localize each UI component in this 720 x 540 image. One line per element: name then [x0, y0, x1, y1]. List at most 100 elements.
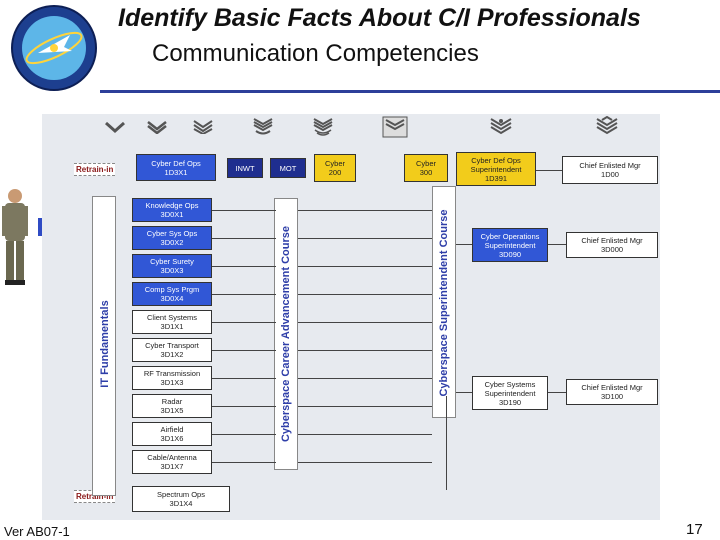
box-line-2: 3D1X1 [160, 322, 184, 331]
box-line-2: 1D00 [601, 170, 619, 179]
box-line-1: Cyber Operations [480, 231, 540, 241]
rank-insignia-icon [252, 118, 274, 135]
connector-line [212, 350, 276, 351]
box-line-3: 1D391 [484, 173, 508, 183]
box-line-2: 3D0X1 [160, 210, 184, 219]
it-fundamentals-label: IT Fundamentals [99, 300, 111, 388]
connector-line [298, 322, 432, 323]
career-path-diagram: Retrain-in Retrain-in Cyber Def Ops 1D3X… [42, 114, 660, 520]
box-line-1: Chief Enlisted Mgr [581, 383, 643, 392]
airman-photo [0, 186, 30, 286]
box-cyber-systems-superintendent: Cyber Systems Superintendent 3D190 [472, 376, 548, 410]
box-mot: MOT [270, 158, 306, 178]
rank-insignia-icon [192, 120, 214, 136]
connector-line [298, 406, 432, 407]
slide-title: Identify Basic Facts About C/I Professio… [118, 4, 641, 32]
box-line-1: Cyber Systems [484, 379, 536, 389]
superintendent-course-label: Cyberspace Superintendent Course [438, 209, 450, 397]
box-line-2: 3D0X2 [160, 238, 184, 247]
box-cyber-transport: Cyber Transport 3D1X2 [132, 338, 212, 362]
squadron-logo [8, 3, 100, 93]
box-line-1: Comp Sys Prgm [144, 285, 200, 294]
box-line-1: RF Transmission [143, 369, 201, 378]
box-line-2: Superintendent [470, 164, 522, 174]
connector-line [446, 396, 447, 490]
box-line-1: Cyber Sys Ops [146, 229, 198, 238]
superintendent-course-bar [432, 186, 456, 418]
connector-line [456, 392, 472, 393]
career-course-bar [274, 198, 298, 470]
box-airfield: Airfield 3D1X6 [132, 422, 212, 446]
title-divider [100, 90, 720, 93]
box-line-1: Knowledge Ops [145, 201, 199, 210]
box-line-2: 3D100 [600, 392, 624, 401]
box-radar: Radar 3D1X5 [132, 394, 212, 418]
box-cyber-300: Cyber 300 [404, 154, 448, 182]
box-line-1: Cyber [415, 159, 436, 168]
box-line-1: MOT [279, 163, 297, 173]
it-fundamentals-bar [92, 196, 116, 496]
box-chief-enlisted-mgr-3d100: Chief Enlisted Mgr 3D100 [566, 379, 658, 405]
box-line-3: 3D090 [498, 249, 522, 259]
retrain-in-label-top: Retrain-in [74, 163, 116, 176]
connector-line [298, 462, 432, 463]
box-line-2: 3D000 [600, 245, 624, 254]
box-line-2: 3D1X2 [160, 350, 184, 359]
box-line-2: Superintendent [484, 388, 536, 398]
box-cyber-surety: Cyber Surety 3D0X3 [132, 254, 212, 278]
rank-insignia-icon [382, 116, 408, 138]
connector-line [298, 378, 432, 379]
box-cable-antenna: Cable/Antenna 3D1X7 [132, 450, 212, 474]
box-line-1: Cyber Transport [145, 341, 199, 350]
connector-line [298, 350, 432, 351]
version-label: Ver AB07-1 [4, 524, 70, 539]
rank-insignia-icon [104, 120, 126, 134]
box-line-2: 3D0X3 [160, 266, 184, 275]
box-line-1: Cyber Surety [150, 257, 194, 266]
box-cyber-def-ops: Cyber Def Ops 1D3X1 [136, 154, 216, 181]
connector-line [298, 266, 432, 267]
career-course-label: Cyberspace Career Advancement Course [280, 225, 292, 443]
box-line-1: Cyber Def Ops [151, 158, 201, 168]
rank-insignia-icon [146, 120, 168, 135]
box-line-2: 300 [419, 168, 433, 177]
connector-line [212, 322, 276, 323]
box-line-2: Superintendent [484, 240, 536, 250]
box-line-2: 3D1X3 [160, 378, 184, 387]
rank-insignia-icon [594, 115, 620, 138]
box-line-1: INWT [235, 163, 255, 173]
box-line-2: 3D1X6 [160, 434, 184, 443]
connector-line [298, 238, 432, 239]
box-inwt: INWT [227, 158, 263, 178]
box-chief-enlisted-mgr-3d000: Chief Enlisted Mgr 3D000 [566, 232, 658, 258]
connector-line [298, 294, 432, 295]
box-rf-transmission: RF Transmission 3D1X3 [132, 366, 212, 390]
box-spectrum-ops: Spectrum Ops 3D1X4 [132, 486, 230, 512]
connector-line [212, 294, 276, 295]
connector-line [212, 406, 276, 407]
box-knowledge-ops: Knowledge Ops 3D0X1 [132, 198, 212, 222]
box-client-systems: Client Systems 3D1X1 [132, 310, 212, 334]
box-cyber-operations-superintendent: Cyber Operations Superintendent 3D090 [472, 228, 548, 262]
rank-insignia-icon [312, 118, 334, 136]
connector-line [536, 170, 562, 171]
box-line-1: Radar [161, 397, 183, 406]
box-line-1: Spectrum Ops [157, 490, 205, 499]
page-number: 17 [686, 521, 703, 538]
box-line-2: 1D3X1 [164, 167, 188, 177]
connector-line [212, 266, 276, 267]
connector-line [212, 462, 276, 463]
box-cyber-def-ops-superintendent: Cyber Def Ops Superintendent 1D391 [456, 152, 536, 186]
box-chief-enlisted-mgr-1d: Chief Enlisted Mgr 1D00 [562, 156, 658, 184]
slide-subtitle: Communication Competencies [152, 40, 479, 67]
connector-line [548, 392, 566, 393]
box-line-1: Airfield [160, 425, 184, 434]
connector-line [298, 210, 432, 211]
box-comp-sys-prgm: Comp Sys Prgm 3D0X4 [132, 282, 212, 306]
box-line-1: Chief Enlisted Mgr [581, 236, 643, 245]
box-line-2: 3D0X4 [160, 294, 184, 303]
connector-line [212, 238, 276, 239]
connector-line [212, 434, 276, 435]
box-line-3: 3D190 [498, 397, 522, 407]
box-line-1: Chief Enlisted Mgr [579, 161, 641, 170]
